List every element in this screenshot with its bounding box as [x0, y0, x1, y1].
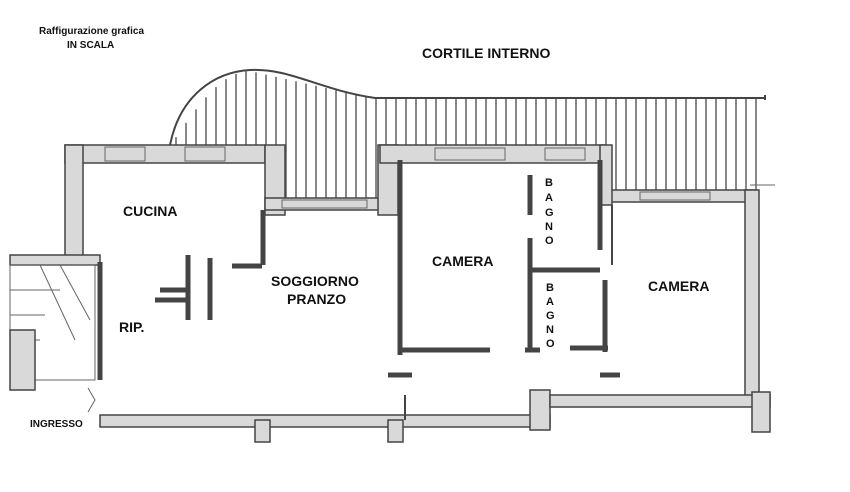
entrance-label: INGRESSO	[30, 419, 83, 430]
interior-walls	[97, 160, 620, 420]
bath1-label: B A G N O	[545, 177, 554, 247]
balcony-curve	[169, 68, 765, 146]
bath2-letter: G	[546, 310, 555, 322]
bath1-letter: O	[545, 235, 554, 247]
bath2-letter: O	[546, 338, 555, 350]
courtyard-label: CORTILE INTERNO	[422, 45, 550, 61]
caption-line2: IN SCALA	[67, 40, 114, 51]
bath2-letter: A	[546, 296, 554, 308]
bedroom1-label: CAMERA	[432, 253, 493, 269]
bath1-letter: A	[545, 192, 553, 204]
terrace-hatching	[175, 71, 757, 198]
bath2-letter: N	[546, 324, 554, 336]
bath1-letter: G	[545, 207, 554, 219]
living-label-line1: SOGGIORNO	[271, 273, 359, 289]
caption-line1: Raffigurazione grafica	[39, 26, 144, 37]
windows	[104, 146, 711, 209]
bath1-letter: N	[545, 221, 553, 233]
staircase	[9, 264, 96, 413]
bath2-letter: B	[546, 282, 554, 294]
living-label-line2: PRANZO	[287, 291, 346, 307]
bath2-label: B A G N O	[546, 282, 555, 350]
closet-label: RIP.	[119, 319, 144, 335]
kitchen-label: CUCINA	[123, 203, 177, 219]
bath1-letter: B	[545, 177, 553, 189]
bedroom2-label: CAMERA	[648, 278, 709, 294]
